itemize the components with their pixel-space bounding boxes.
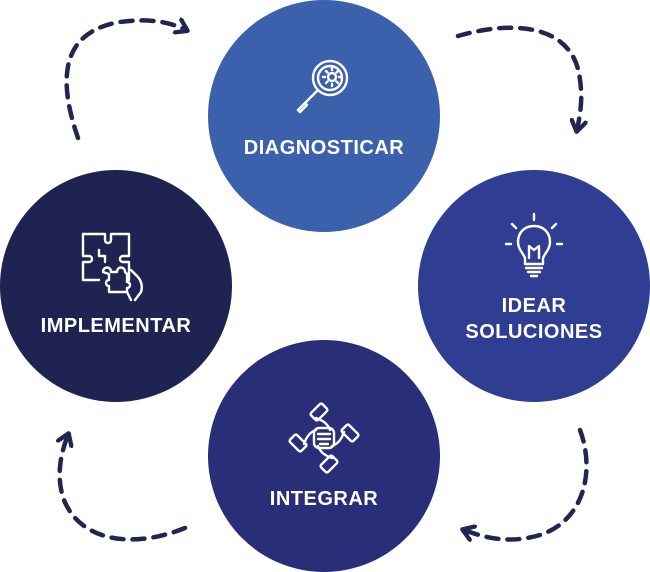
- step-diagnosticar: DIAGNOSTICAR: [208, 0, 440, 232]
- magnifier-gear-icon: [296, 59, 349, 114]
- arrow-implementar-to-diagnosticar: [64, 20, 186, 141]
- step-integrar: INTEGRAR: [208, 340, 440, 572]
- step-label-diagnosticar: DIAGNOSTICAR: [243, 137, 405, 159]
- lightbulb-icon: [504, 212, 564, 278]
- step-implementar: IMPLEMENTAR: [0, 170, 232, 402]
- arrow-integrar-to-implementar: [60, 435, 188, 542]
- step-label-implementar: IMPLEMENTAR: [40, 315, 192, 337]
- arrow-idear-to-integrar: [464, 427, 589, 539]
- joined-hands-icon: [288, 402, 360, 474]
- step-label-idear-soluciones: IDEAR SOLUCIONES: [465, 295, 603, 343]
- step-label-integrar: INTEGRAR: [269, 488, 379, 510]
- step-idear-soluciones: IDEAR SOLUCIONES: [418, 170, 650, 402]
- puzzle-hand-icon: [81, 232, 143, 302]
- arrow-diagnosticar-to-idear: [455, 25, 581, 130]
